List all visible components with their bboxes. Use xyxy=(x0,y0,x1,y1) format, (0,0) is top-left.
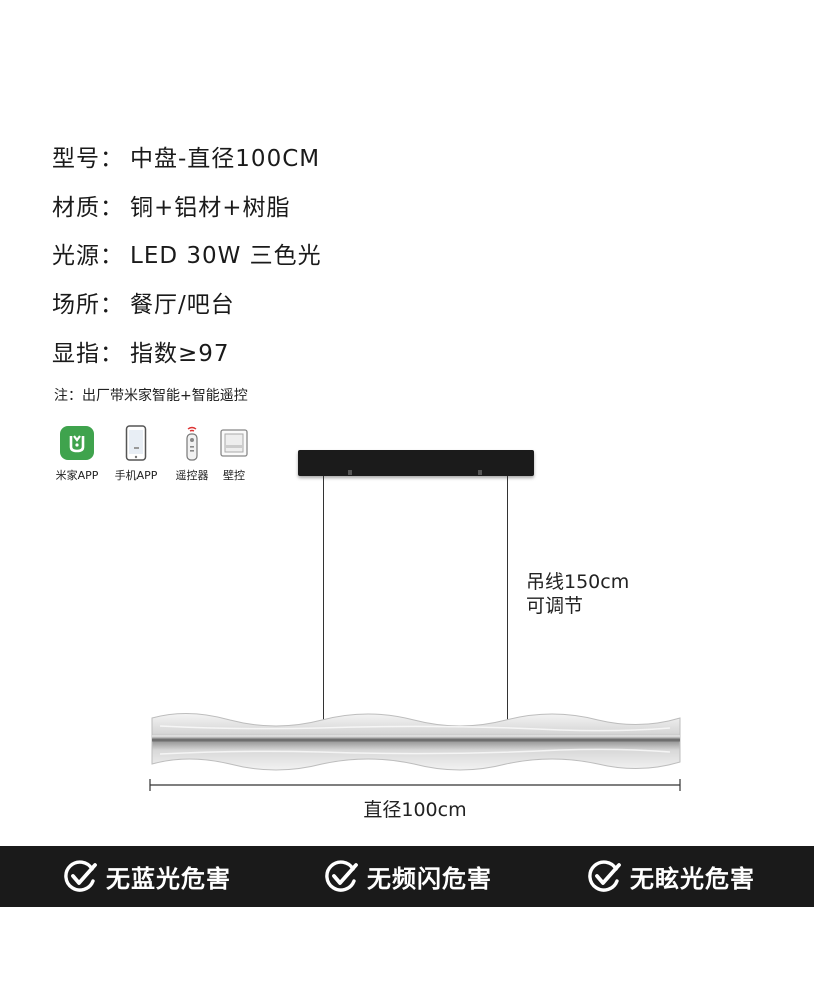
canopy-screw xyxy=(348,470,352,475)
spec-value: 铜+铝材+树脂 xyxy=(130,195,291,221)
ceiling-canopy xyxy=(298,450,534,476)
control-phone: 手机APP xyxy=(109,425,163,483)
badge-label: 无频闪危害 xyxy=(367,865,492,893)
wall-switch-icon xyxy=(220,429,248,457)
spec-value: LED 30W 三色光 xyxy=(130,243,322,269)
badge-label: 无眩光危害 xyxy=(630,865,755,893)
check-circle-icon xyxy=(64,859,97,892)
control-label: 手机APP xyxy=(114,469,158,482)
hang-length-text: 吊线150cm xyxy=(526,571,630,593)
badge-no-glare: 无眩光危害 xyxy=(586,846,755,907)
control-label: 米家APP xyxy=(55,469,99,482)
suspension-wire-right xyxy=(507,476,509,724)
check-circle-icon xyxy=(588,859,621,892)
spec-material: 材质：铜+铝材+树脂 xyxy=(52,188,291,222)
hang-note: 吊线150cm 可调节 xyxy=(526,570,629,618)
control-wall-switch: 壁控 xyxy=(207,425,261,483)
spec-label: 显指： xyxy=(52,341,124,367)
dimension-line xyxy=(149,779,681,791)
suspension-wire-left xyxy=(323,476,325,724)
check-circle-icon xyxy=(325,859,358,892)
spec-value: 中盘-直径100CM xyxy=(130,146,321,172)
control-mijia: 米家APP xyxy=(50,425,104,483)
control-label: 壁控 xyxy=(223,469,245,482)
smart-note: 注：出厂带米家智能+智能遥控 xyxy=(54,388,248,404)
spec-venue: 场所：餐厅/吧台 xyxy=(52,285,235,319)
hang-adjustable-text: 可调节 xyxy=(526,595,584,617)
diameter-label: 直径100cm xyxy=(363,799,467,821)
feature-banner: 无蓝光危害 无频闪危害 无眩光危害 xyxy=(0,846,814,907)
spec-value: 餐厅/吧台 xyxy=(130,292,235,318)
spec-value: 指数≥97 xyxy=(130,341,230,367)
badge-label: 无蓝光危害 xyxy=(106,865,231,893)
spec-label: 光源： xyxy=(52,243,124,269)
spec-label: 型号： xyxy=(52,146,124,172)
remote-control-icon xyxy=(186,426,198,461)
spec-model: 型号：中盘-直径100CM xyxy=(52,139,320,173)
spec-label: 场所： xyxy=(52,292,124,318)
mijia-app-icon xyxy=(60,426,94,460)
canopy-screw xyxy=(478,470,482,475)
control-remote: 遥控器 xyxy=(165,425,219,483)
spec-label: 材质： xyxy=(52,195,124,221)
spec-cri: 显指：指数≥97 xyxy=(52,334,230,368)
badge-no-flicker: 无频闪危害 xyxy=(323,846,492,907)
badge-no-blue-light: 无蓝光危害 xyxy=(62,846,231,907)
phone-app-icon xyxy=(125,425,147,461)
lamp-body xyxy=(151,712,681,771)
spec-light-source: 光源：LED 30W 三色光 xyxy=(52,236,322,270)
control-label: 遥控器 xyxy=(175,469,209,482)
